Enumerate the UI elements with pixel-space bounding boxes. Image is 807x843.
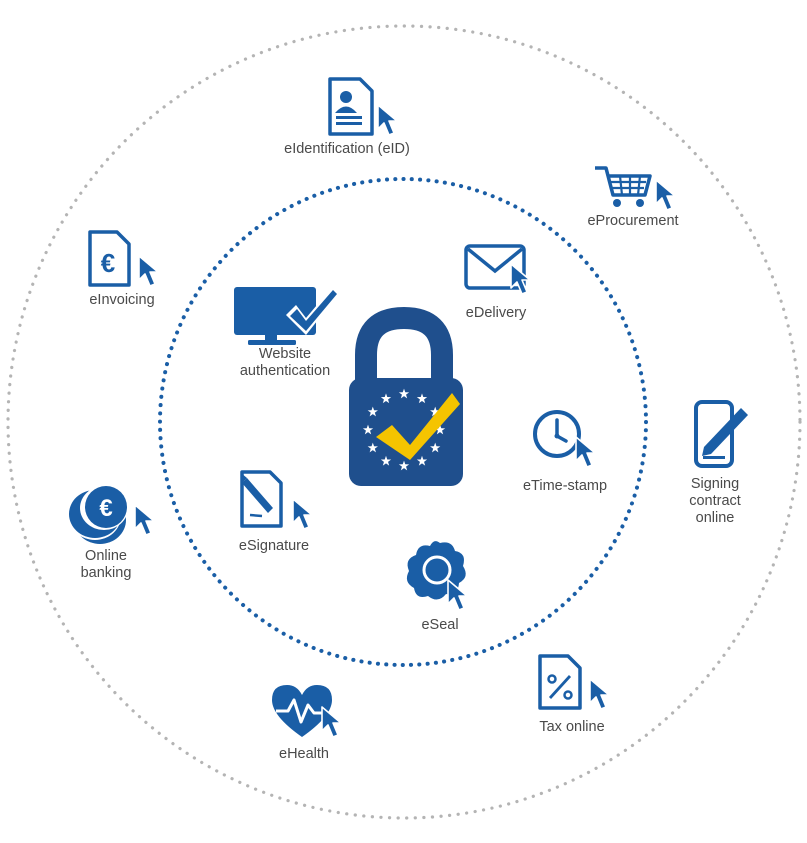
label-tax-online: Tax online <box>539 719 605 735</box>
heart-pulse-icon <box>272 685 332 737</box>
mouse-pointer-icon <box>138 255 159 287</box>
svg-text:€: € <box>101 248 115 278</box>
svg-text:€: € <box>99 495 112 522</box>
label-eprocurement: eProcurement <box>587 213 679 229</box>
label-website-authentication: Website authentication <box>239 346 331 379</box>
label-einvoicing: eInvoicing <box>89 292 155 308</box>
envelope-icon <box>464 244 526 290</box>
mouse-pointer-icon <box>292 498 313 530</box>
signature-document-icon <box>240 470 283 528</box>
percent-document-icon <box>538 654 582 710</box>
smartphone-pen-icon <box>694 400 748 468</box>
mouse-pointer-icon <box>134 504 155 536</box>
shopping-cart-icon <box>595 166 652 207</box>
label-esignature: eSignature <box>238 538 310 554</box>
mouse-pointer-icon <box>377 104 398 136</box>
label-edelivery: eDelivery <box>465 305 527 321</box>
euro-coins-icon: € <box>69 486 128 544</box>
mouse-pointer-icon <box>589 678 610 710</box>
label-eidentification: eIdentification (eID) <box>284 141 410 157</box>
label-eseal: eSeal <box>421 617 459 633</box>
mouse-pointer-icon <box>575 436 596 468</box>
label-ehealth: eHealth <box>279 746 329 762</box>
label-online-banking: Online banking <box>80 548 132 581</box>
outer-ring <box>6 24 802 820</box>
mouse-pointer-icon <box>655 179 676 211</box>
clock-icon <box>533 410 581 458</box>
euro-document-icon: € <box>88 230 131 287</box>
eu-trust-padlock-icon <box>349 306 463 486</box>
monitor-check-icon <box>234 286 340 345</box>
id-card-icon <box>328 77 374 136</box>
inner-ring <box>158 177 648 667</box>
label-etime-stamp: eTime-stamp <box>522 478 608 494</box>
mouse-pointer-icon <box>321 706 342 738</box>
label-signing-contract-online: Signing contract online <box>689 476 741 526</box>
